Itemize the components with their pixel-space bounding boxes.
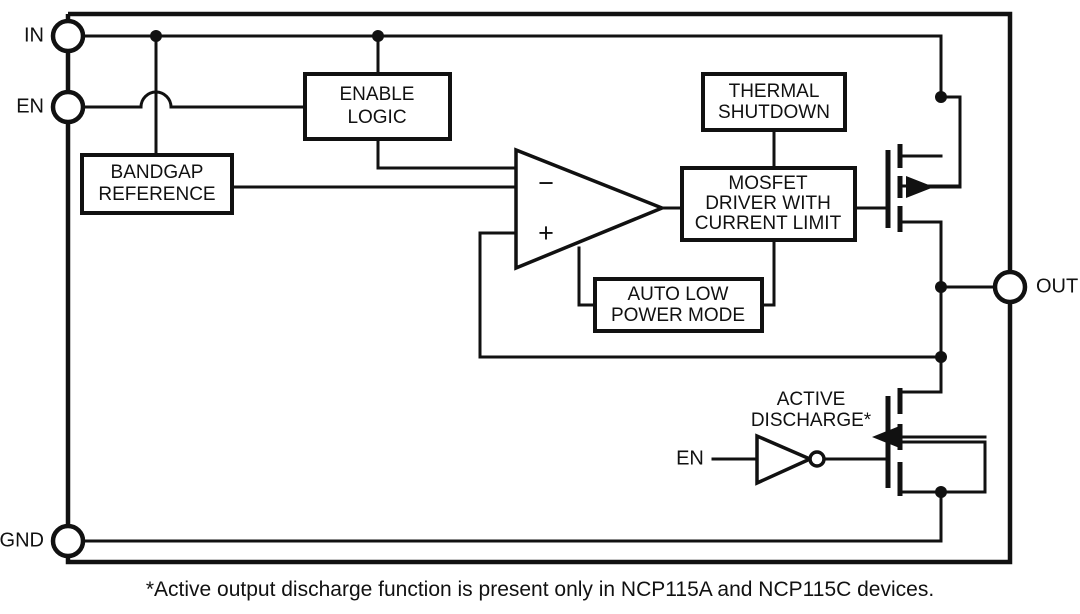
block-thermal-shutdown-line1: THERMAL <box>729 81 820 102</box>
block-auto-low-power-mode-line1: AUTO LOW <box>628 284 729 305</box>
wire-dischargefet-body-tie <box>898 440 987 494</box>
wire-enable-to-amp <box>376 137 518 170</box>
block-enable-logic-line2: LOGIC <box>347 107 406 128</box>
pin-label-gnd: GND <box>0 529 44 551</box>
pin-label-out: OUT <box>1036 275 1078 297</box>
block-thermal-shutdown-box <box>701 72 847 132</box>
block-mosfet-driver-line1: MOSFET <box>728 173 808 194</box>
wire-passfet-drain-to-out <box>898 220 943 289</box>
block-enable-logic[interactable]: ENABLE LOGIC <box>303 72 452 141</box>
pass-mosfet-symbol[interactable] <box>885 144 962 232</box>
pin-terminals: IN EN OUT GND <box>0 18 1078 559</box>
error-amplifier-symbol[interactable]: − + <box>514 147 667 271</box>
block-bandgap-reference[interactable]: BANDGAP REFERENCE <box>80 153 234 215</box>
pin-ring-out[interactable] <box>992 269 1028 305</box>
block-bandgap-reference-line1: BANDGAP <box>111 162 204 183</box>
block-auto-low-power-mode-box <box>593 277 764 333</box>
junction-in-enable <box>372 30 384 42</box>
discharge-mosfet-body-arrow <box>872 425 902 449</box>
block-mosfet-driver-line3: CURRENT LIMIT <box>695 213 842 234</box>
block-enable-logic-box <box>303 72 452 141</box>
block-thermal-shutdown-line2: SHUTDOWN <box>718 102 830 123</box>
discharge-inverter-symbol[interactable] <box>755 433 826 486</box>
block-bandgap-reference-box <box>80 153 234 215</box>
block-mosfet-driver-line2: DRIVER WITH <box>705 193 831 214</box>
inverter-triangle <box>755 433 815 486</box>
wire-dischargefet-source <box>898 490 943 543</box>
junction-dots <box>150 30 947 498</box>
junction-discharge-src <box>935 486 947 498</box>
device-outline-frame <box>65 11 1013 565</box>
discharge-mosfet-symbol[interactable] <box>872 388 987 496</box>
active-discharge-label-line2: DISCHARGE* <box>751 410 872 431</box>
block-mosfet-driver-box <box>680 166 857 242</box>
block-bandgap-reference-line2: REFERENCE <box>98 184 215 205</box>
wire-feedback-path <box>478 231 943 359</box>
pin-label-in: IN <box>24 24 44 46</box>
wire-en-hop <box>139 90 173 109</box>
error-amplifier-triangle <box>514 147 667 271</box>
junction-out-node <box>935 281 947 293</box>
wire-driver-to-autolow <box>760 238 776 307</box>
block-thermal-shutdown[interactable]: THERMAL SHUTDOWN <box>701 72 847 132</box>
block-enable-logic-line1: ENABLE <box>340 84 415 105</box>
active-discharge-label-line1: ACTIVE <box>777 389 846 410</box>
junction-in-bandgap <box>150 30 162 42</box>
pass-mosfet-body-arrow <box>906 176 934 198</box>
discharge-en-label: EN <box>676 447 704 469</box>
amplifier-plus-input-label: + <box>538 218 554 248</box>
block-auto-low-power-mode-line2: POWER MODE <box>611 305 745 326</box>
inverter-bubble <box>808 450 826 468</box>
pin-ring-en[interactable] <box>50 89 86 125</box>
junction-passfet-src <box>935 91 947 103</box>
block-auto-low-power-mode[interactable]: AUTO LOW POWER MODE <box>593 277 764 333</box>
wire-amp-to-autolow <box>577 246 597 307</box>
footnote: *Active output discharge function is pre… <box>145 578 935 601</box>
pin-ring-gnd[interactable] <box>50 523 86 559</box>
junction-feedback <box>935 351 947 363</box>
pin-ring-in[interactable] <box>50 18 86 54</box>
free-text-labels: ACTIVE DISCHARGE* EN <box>676 389 872 469</box>
amplifier-minus-input-label: − <box>538 168 554 198</box>
wire-passfet-body-tie <box>898 95 962 188</box>
block-mosfet-driver[interactable]: MOSFET DRIVER WITH CURRENT LIMIT <box>680 166 857 242</box>
pin-label-en: EN <box>16 95 44 117</box>
wiring <box>66 34 1012 543</box>
